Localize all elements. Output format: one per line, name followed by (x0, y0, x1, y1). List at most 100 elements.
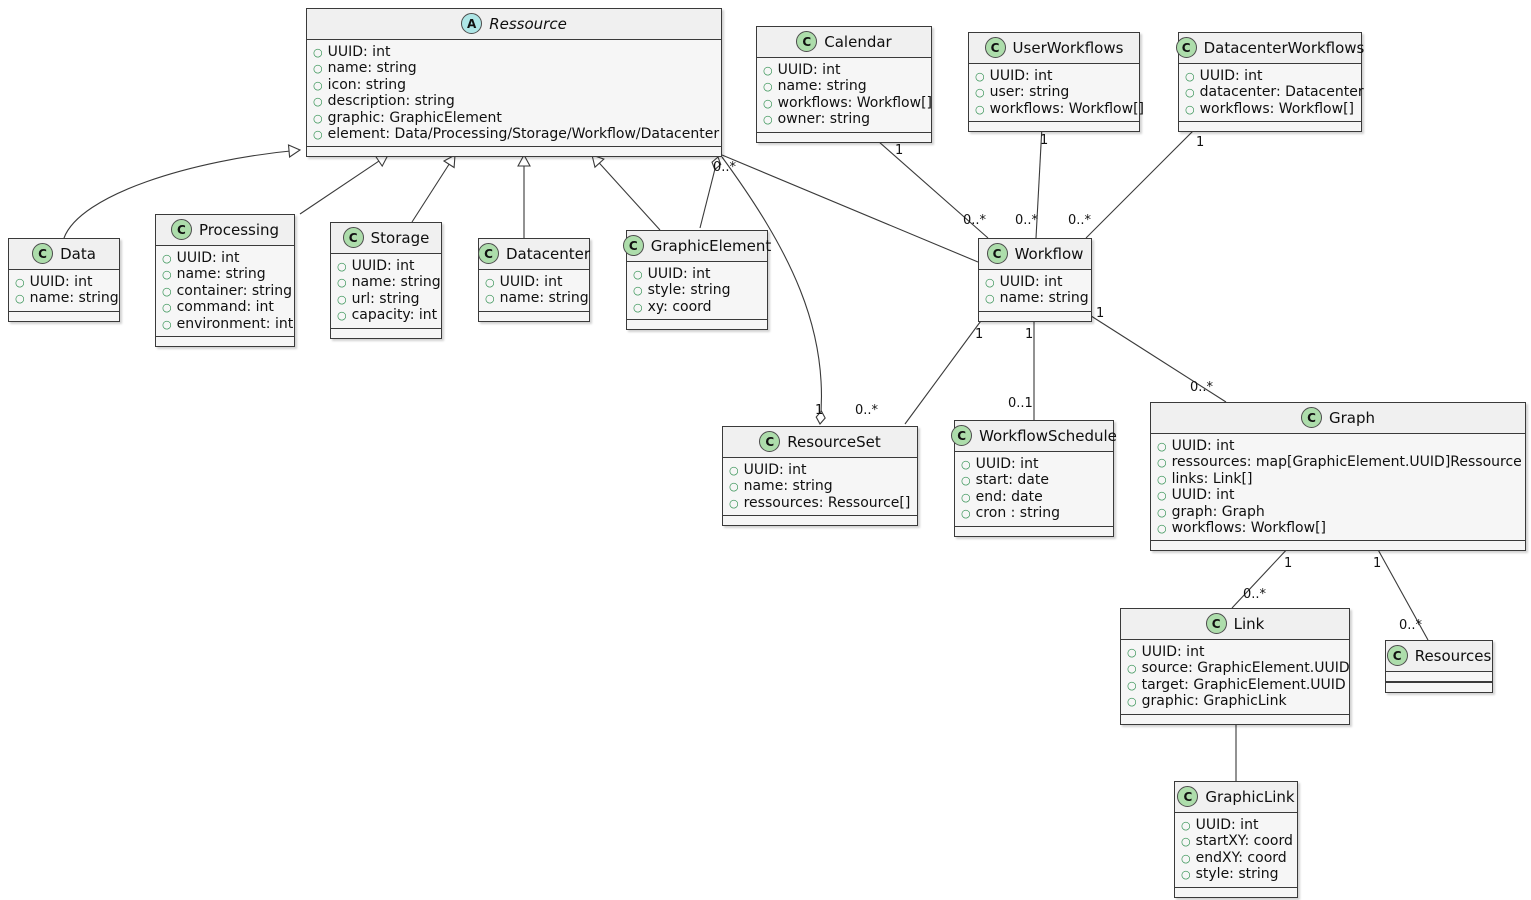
attribute-row: ○style: string (1181, 866, 1291, 882)
attribute-row: ○ workflows: Workflow[] (975, 101, 1144, 117)
visibility-public-icon: ○ (1181, 851, 1191, 865)
visibility-public-icon: ○ (763, 96, 773, 110)
class-name-link: Link (1233, 614, 1265, 633)
class-attributes-link: ○UUID: int○source: GraphicElement.UUID○t… (1121, 640, 1350, 715)
attribute-text: UUID: int (327, 44, 391, 60)
visibility-public-icon: ○ (633, 300, 643, 314)
multiplicity-label: 0..* (1015, 213, 1039, 228)
attribute-text: startXY: coord (1195, 833, 1293, 850)
attribute-text: ressources: Ressource[] (743, 494, 911, 511)
class-name-ressource: Ressource (489, 14, 567, 33)
visibility-public-icon: ○ (633, 284, 643, 298)
visibility-public-icon: ○ (1185, 86, 1195, 100)
class-attributes-data: ○UUID: int○name: string (9, 270, 119, 312)
class-name-graphicelement: GraphicElement (650, 236, 772, 255)
attribute-text: workflows: Workflow[] (1171, 520, 1326, 537)
attribute-row: ○ UUID: int (975, 68, 1133, 84)
class-name-workflowschedule: WorkflowSchedule (979, 426, 1117, 445)
attribute-text: UUID: int (989, 68, 1053, 84)
visibility-public-icon: ○ (975, 70, 985, 83)
attribute-row: ○UUID: int (1157, 487, 1519, 503)
attribute-text: UUID: int (351, 258, 415, 274)
attribute-text: graphic: GraphicLink (1141, 693, 1287, 710)
visibility-public-icon: ○ (337, 292, 347, 306)
attribute-text: name: string (499, 290, 589, 307)
visibility-public-icon: ○ (961, 474, 971, 488)
class-icon: C (951, 425, 973, 446)
attribute-row: ○UUID: int (162, 250, 288, 266)
attribute-row: ○source: GraphicElement.UUID (1127, 660, 1350, 676)
attribute-row: ○workflows: Workflow[] (1157, 520, 1519, 536)
attribute-row: ○ressources: Ressource[] (729, 495, 911, 511)
attribute-text: source: GraphicElement.UUID (1141, 660, 1350, 677)
multiplicity-label: 1 (1096, 306, 1105, 321)
attribute-row: ○UUID: int (1127, 644, 1343, 660)
visibility-public-icon: ○ (1157, 505, 1167, 519)
visibility-public-icon: ○ (15, 276, 25, 289)
visibility-public-icon: ○ (975, 102, 985, 116)
attribute-text: name: string (29, 290, 119, 307)
attribute-text: style: string (1195, 866, 1279, 883)
attribute-row: ○end: date (961, 489, 1107, 505)
attribute-text: description: string (327, 93, 455, 110)
class-attributes-graphicelement: ○UUID: int○style: string○xy: coord (627, 262, 767, 321)
attribute-text: datacenter: Datacenter (1199, 84, 1364, 101)
visibility-public-icon: ○ (1185, 102, 1195, 116)
attribute-row: ○name: string (729, 478, 911, 494)
attribute-text: UUID: int (647, 266, 711, 282)
class-icon: C (622, 235, 644, 256)
class-icon: C (477, 243, 499, 264)
attribute-row: ○ UUID: int (763, 62, 925, 78)
attribute-text: style: string (647, 282, 731, 299)
attribute-row: ○name: string (485, 290, 589, 306)
visibility-public-icon: ○ (1181, 835, 1191, 849)
attribute-text: UUID: int (743, 462, 807, 478)
class-methods-graph (1151, 541, 1525, 551)
attribute-row: ○endXY: coord (1181, 850, 1291, 866)
attribute-row: ○ workflows: Workflow[] (1185, 101, 1355, 117)
visibility-public-icon: ○ (1157, 489, 1167, 503)
visibility-public-icon: ○ (485, 276, 495, 289)
attribute-row: ○links: Link[] (1157, 471, 1519, 487)
class-attributes-graphiclink: ○UUID: int○startXY: coord○endXY: coord○s… (1175, 813, 1297, 888)
visibility-public-icon: ○ (763, 64, 773, 77)
class-methods-datacenterworkflows (1179, 122, 1361, 132)
visibility-public-icon: ○ (975, 86, 985, 100)
attribute-text: UUID: int (777, 62, 841, 78)
visibility-public-icon: ○ (633, 268, 643, 281)
attribute-text: workflows: Workflow[] (989, 100, 1144, 117)
class-methods-resourceset (723, 516, 917, 526)
visibility-public-icon: ○ (961, 490, 971, 504)
attribute-text: workflows: Workflow[] (1199, 100, 1354, 117)
visibility-public-icon: ○ (337, 276, 347, 290)
uml-class-graphicelement[interactable]: C GraphicElement ○ UUID: int ○ style: string ○… (622, 230, 771, 331)
visibility-public-icon: ○ (1157, 472, 1167, 486)
visibility-public-icon: ○ (162, 317, 172, 331)
class-methods-calendar (757, 132, 931, 142)
class-methods-graphicelement (627, 320, 767, 330)
attribute-row: ○target: GraphicElement.UUID (1127, 677, 1346, 693)
attribute-text: capacity: int (351, 307, 438, 324)
class-name-storage: Storage (370, 228, 430, 247)
attribute-text: UUID: int (499, 274, 563, 290)
attribute-row: ○name: string (15, 290, 119, 306)
attribute-row: ○start: date (961, 472, 1107, 488)
multiplicity-label: 1 (975, 327, 984, 342)
